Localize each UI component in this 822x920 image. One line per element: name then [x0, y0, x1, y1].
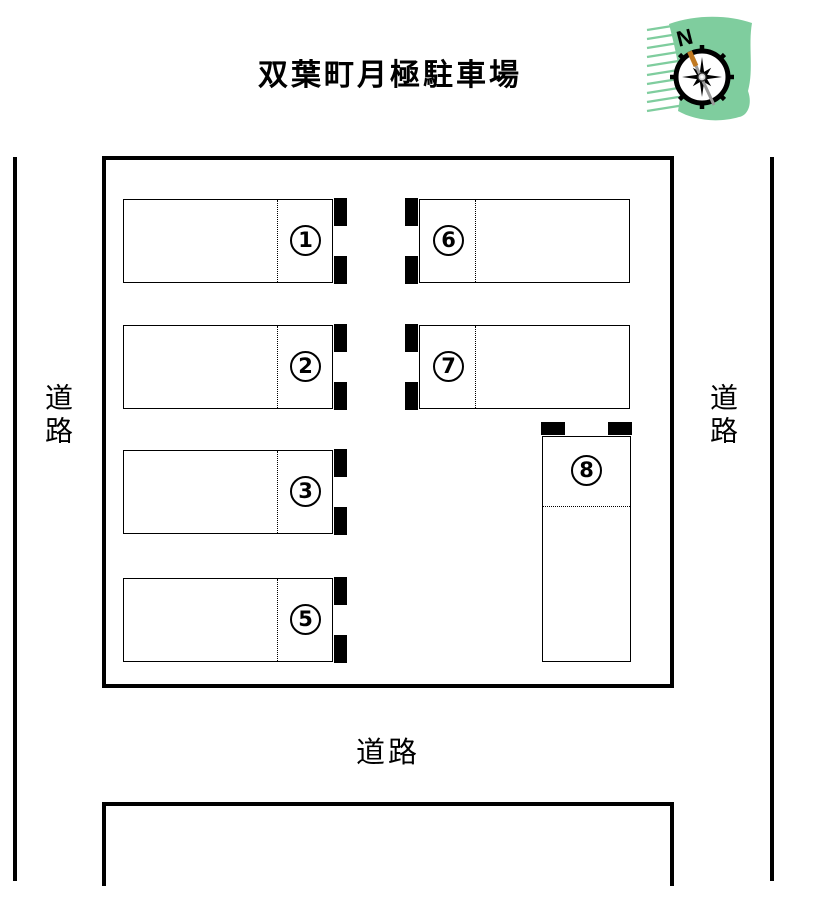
- page-title: 双葉町月極駐車場: [258, 59, 522, 92]
- parking-space-7: 7: [405, 324, 630, 410]
- wheel-stop-mark: [334, 635, 347, 663]
- road-label-right: 道路: [707, 383, 738, 449]
- wheel-stop-mark: [405, 198, 418, 226]
- space-divider-dotted: [277, 200, 278, 282]
- wheel-stop-mark: [405, 256, 418, 284]
- space-number: 2: [290, 351, 321, 382]
- wheel-stop-mark: [334, 198, 347, 226]
- space-number: 6: [433, 225, 464, 256]
- space-number: 7: [433, 351, 464, 382]
- adjacent-lot-outline: [102, 802, 674, 886]
- wheel-stop-mark: [541, 422, 565, 435]
- space-divider-dotted: [277, 326, 278, 408]
- wheel-stop-mark: [334, 507, 347, 535]
- space-divider-dotted: [475, 200, 476, 282]
- wheel-stop-mark: [334, 256, 347, 284]
- parking-space-1: 1: [123, 198, 347, 284]
- compass-needle-tip: [687, 50, 699, 68]
- compass-rose: [670, 45, 734, 109]
- road-edge-line-right: [770, 157, 774, 881]
- space-divider-dotted: [475, 326, 476, 408]
- space-divider-dotted: [277, 579, 278, 661]
- parking-space-2: 2: [123, 324, 347, 410]
- parking-space-5: 5: [123, 577, 347, 663]
- wheel-stop-mark: [334, 449, 347, 477]
- wheel-stop-mark: [334, 577, 347, 605]
- parking-space-3: 3: [123, 449, 347, 535]
- parking-space-8: 8: [541, 422, 632, 662]
- wheel-stop-mark: [405, 324, 418, 352]
- road-edge-line-left: [13, 157, 17, 881]
- road-label-left: 道路: [42, 383, 73, 449]
- space-number: 3: [290, 476, 321, 507]
- space-divider-dotted: [543, 506, 630, 507]
- parking-space-6: 6: [405, 198, 630, 284]
- wheel-stop-mark: [608, 422, 632, 435]
- space-number: 8: [571, 455, 602, 486]
- wheel-stop-mark: [334, 324, 347, 352]
- compass-icon: N: [646, 16, 752, 121]
- north-label: N: [674, 24, 695, 52]
- space-number: 5: [290, 604, 321, 635]
- road-label-bottom: 道路: [355, 737, 421, 769]
- space-number: 1: [290, 225, 321, 256]
- wheel-stop-mark: [405, 382, 418, 410]
- space-divider-dotted: [277, 451, 278, 533]
- wheel-stop-mark: [334, 382, 347, 410]
